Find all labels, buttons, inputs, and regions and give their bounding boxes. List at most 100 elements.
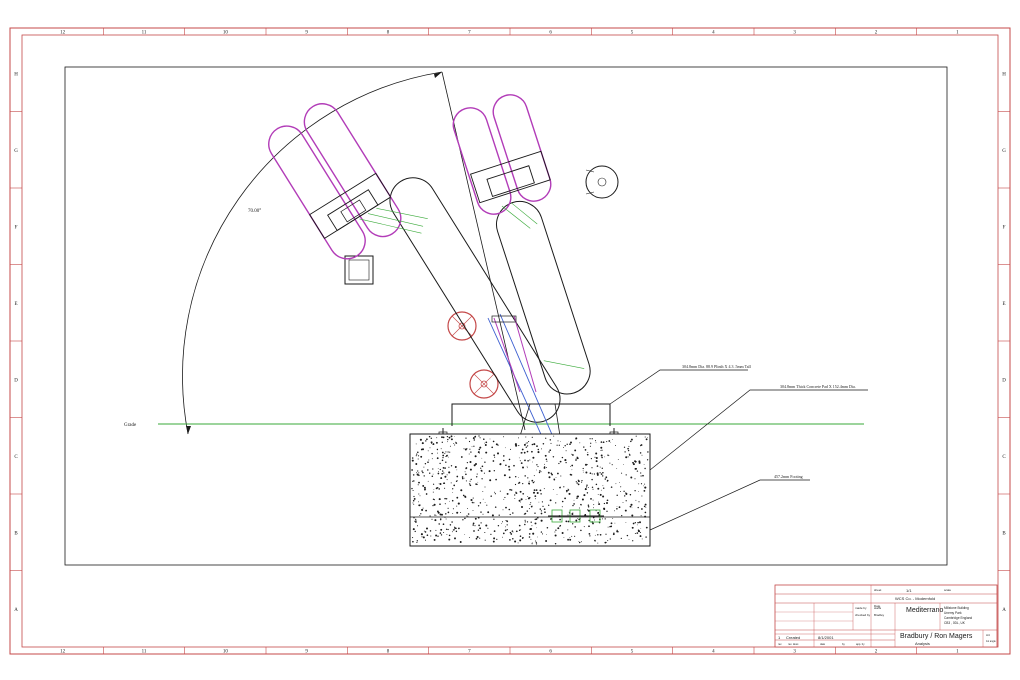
aggregate-dot [606,510,608,512]
bottom-zone-label: 10 [223,650,229,655]
drawing-title: Bradbury / Ron Magers [900,633,973,640]
aggregate-dot [610,522,613,525]
aggregate-dot [473,502,475,504]
aggregate-dot [460,456,463,458]
aggregate-dot [461,476,464,478]
aggregate-dot [565,450,567,452]
aggregate-dot [636,532,639,534]
aggregate-dot [576,495,579,498]
aggregate-dot [470,451,472,453]
aggregate-dot [638,483,640,485]
aggregate-dot [471,446,473,448]
aggregate-dot [571,513,574,515]
aggregate-dot [570,474,573,476]
aggregate-dot [423,475,425,477]
aggregate-dot [433,503,436,506]
aggregate-dot [473,445,475,447]
aggregate-dot [424,531,427,533]
aggregate-dot [467,515,469,517]
aggregate-dot [479,537,481,539]
aggregate-dot [602,441,605,444]
aggregate-dot [544,454,547,457]
aggregate-dot [609,538,611,540]
aggregate-dot [533,475,535,477]
aggregate-dot [476,473,478,475]
aggregate-dot [450,438,453,441]
aggregate-dot [630,503,633,506]
aggregate-dot [426,534,429,536]
left-zone-label: H [14,72,18,77]
aggregate-dot [529,497,531,499]
aggregate-dot [590,458,592,460]
aggregate-dot [428,459,430,461]
aggregate-dot [581,498,584,501]
aggregate-dot [623,495,626,497]
aggregate-dot [439,462,441,465]
aggregate-dot [641,508,643,510]
aggregate-dot [442,467,445,469]
aggregate-dot [459,541,462,543]
aggregate-dot [592,522,594,525]
aggregate-dot [535,489,538,491]
revision-date: 8/1/2001 [818,635,834,640]
aggregate-dot [595,483,598,486]
aggregate-dot [440,448,442,450]
aggregate-dot [547,471,550,474]
aggregate-dot [600,446,603,449]
aggregate-dot [539,489,542,492]
checked-label: checked by [855,613,871,617]
aggregate-dot [563,536,565,538]
aggregate-dot [415,518,417,521]
aggregate-dot [555,502,557,504]
aggregate-dot [586,464,588,466]
aggregate-dot [454,444,456,446]
aggregate-dot [442,436,445,439]
aggregate-dot [435,534,438,537]
aggregate-dot [441,451,444,454]
aggregate-dot [506,492,509,495]
aggregate-dot [607,540,609,542]
aggregate-dot [491,514,494,517]
aggregate-dot [438,498,441,501]
aggregate-dot [553,435,555,437]
aggregate-dot [428,435,431,438]
aggregate-dot [438,523,440,525]
aggregate-dot [505,526,506,528]
bottom-zone-label: 7 [468,650,471,655]
aggregate-dot [512,538,514,540]
aggregate-dot [536,527,538,529]
aggregate-dot [420,448,423,451]
aggregate-dot [477,505,480,507]
aggregate-dot [412,540,414,543]
aggregate-dot [647,451,649,453]
aggregate-dot [506,529,508,531]
aggregate-dot [452,513,454,515]
aggregate-dot [465,467,467,470]
aggregate-dot [546,527,549,529]
aggregate-dot [430,535,432,537]
aggregate-dot [643,490,646,492]
aggregate-dot [536,469,537,471]
aggregate-dot [416,473,419,476]
aggregate-dot [576,457,579,460]
aggregate-dot [625,474,627,476]
aggregate-dot [450,435,453,438]
aggregate-dot [467,513,470,515]
aggregate-dot [593,473,596,475]
aggregate-dot [600,450,602,451]
aggregate-dot [490,495,492,497]
aggregate-dot [512,531,514,533]
aggregate-dot [482,491,484,493]
aggregate-dot [599,466,601,468]
aggregate-dot [540,519,543,522]
aggregate-dot [481,478,483,480]
aggregate-dot [523,451,526,454]
rev-header-rev: rev [778,642,782,646]
aggregate-dot [442,454,445,457]
aggregate-dot [526,510,529,512]
aggregate-dot [509,539,511,541]
aggregate-dot [445,451,447,453]
aggregate-dot [627,449,630,452]
aggregate-dot [454,537,456,540]
aggregate-dot [607,453,609,455]
